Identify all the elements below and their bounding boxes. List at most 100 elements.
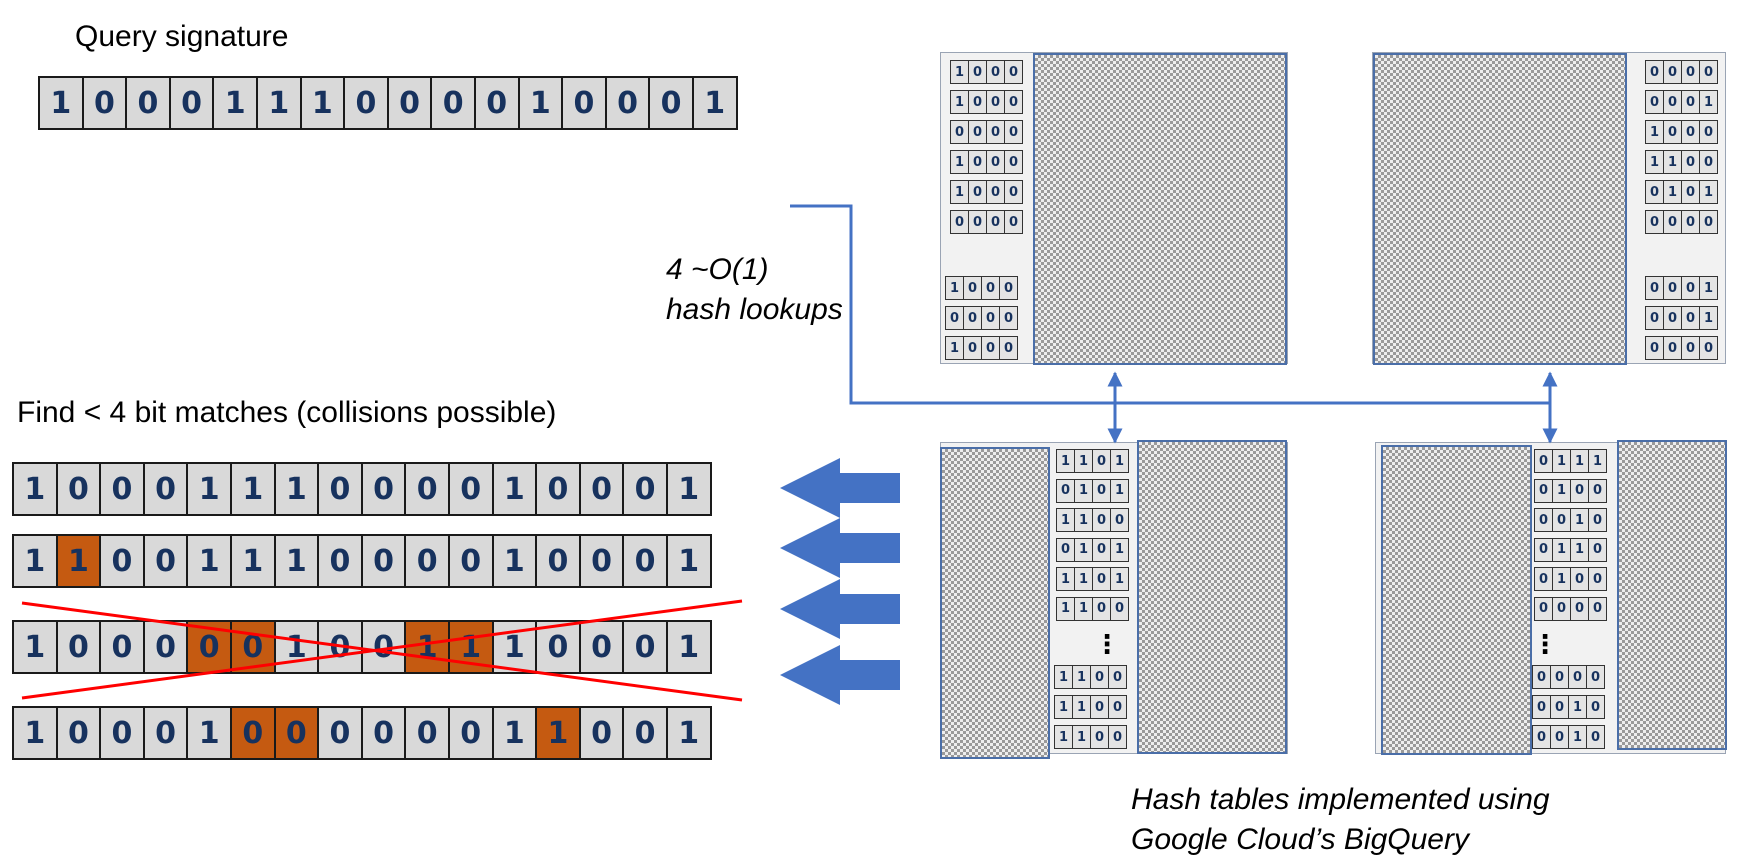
hash-key-bit: 1	[1056, 596, 1075, 621]
hash-key-bit: 0	[1570, 567, 1589, 591]
result-arrow	[780, 579, 900, 639]
hash-key-bit: 1	[1110, 449, 1129, 473]
matches-title: Find < 4 bit matches (collisions possibl…	[17, 396, 557, 429]
bit-cell: 1	[12, 462, 58, 516]
bit-cell: 1	[229, 462, 276, 516]
hash-key-bit: 1	[950, 60, 969, 84]
bit-cell: 0	[430, 76, 476, 130]
bit-cell: 1	[665, 534, 712, 588]
bit-cell: 1	[273, 620, 320, 674]
hash-key-bit: 0	[1663, 60, 1682, 84]
hash-key-bit: 0	[1108, 725, 1127, 749]
bit-cell: 0	[99, 620, 145, 674]
hash-key-bit: 0	[1699, 150, 1718, 174]
bit-cell-mismatch: 1	[535, 706, 581, 760]
bit-cell: 0	[360, 462, 407, 516]
bit-cell: 1	[491, 706, 538, 760]
hash-table-4-body-left	[1381, 445, 1532, 755]
hash-key-bit: 0	[1004, 90, 1023, 114]
hash-key-bit: 0	[1699, 210, 1718, 234]
hash-key-bit: 0	[1699, 60, 1718, 84]
bit-cell: 1	[491, 620, 538, 674]
bit-cell: 0	[578, 620, 625, 674]
hash-key-bit: 1	[1110, 478, 1129, 503]
hash-key-bit: 0	[1110, 508, 1129, 532]
result-arrow	[780, 645, 900, 705]
bit-cell: 1	[186, 534, 232, 588]
hash-key-bit: 0	[1092, 596, 1111, 621]
bit-cell: 1	[665, 462, 712, 516]
footer-line1: Hash tables implemented using	[1131, 783, 1550, 816]
bit-cell: 0	[343, 76, 389, 130]
hash-key-bit: 0	[1004, 210, 1023, 234]
bit-cell: 0	[142, 706, 189, 760]
hash-key-bit: 0	[1699, 120, 1718, 144]
hash-key-bit: 0	[1092, 478, 1111, 503]
bit-cell: 0	[561, 76, 607, 130]
hash-key-bit: 0	[1699, 336, 1718, 360]
hash-table-3-ellipsis: ⋮	[1094, 630, 1120, 660]
hash-key-bit: 1	[1110, 567, 1129, 591]
bit-cell: 0	[447, 706, 494, 760]
hash-key-bit: 1	[1074, 478, 1093, 503]
hash-key-bit: 1	[1110, 537, 1129, 562]
hash-key-bit: 0	[1532, 725, 1551, 749]
bit-cell: 1	[229, 534, 276, 588]
hash-key-bit: 0	[1586, 725, 1605, 749]
hash-key-bit: 0	[1090, 665, 1109, 689]
bit-cell: 1	[691, 76, 738, 130]
bit-cell: 0	[317, 462, 363, 516]
bit-cell: 0	[55, 620, 102, 674]
hash-key-bit: 0	[1004, 150, 1023, 174]
hash-key-bit: 0	[1588, 508, 1607, 532]
hash-key-bit: 1	[1072, 665, 1091, 689]
hash-key-bit: 0	[1588, 537, 1607, 562]
bit-cell: 1	[38, 76, 84, 130]
bit-cell: 0	[99, 706, 145, 760]
bit-cell: 1	[517, 76, 564, 130]
bit-cell: 0	[404, 462, 450, 516]
hash-key-bit: 0	[1681, 210, 1700, 234]
hash-key-bit: 1	[1699, 180, 1718, 204]
lookup-label-line1: 4 ~O(1)	[666, 253, 769, 286]
hash-key-bit: 1	[1699, 306, 1718, 330]
hash-key-bit: 0	[981, 276, 1000, 300]
bit-cell: 1	[273, 534, 320, 588]
hash-key-bit: 1	[1588, 449, 1607, 473]
hash-key-bit: 0	[1004, 60, 1023, 84]
hash-key-bit: 0	[968, 180, 987, 204]
hash-key-bit: 0	[963, 336, 982, 360]
bit-cell-mismatch: 0	[229, 706, 276, 760]
bit-cell: 0	[99, 462, 145, 516]
hash-key-bit: 0	[1588, 478, 1607, 503]
hash-key-bit: 0	[1004, 180, 1023, 204]
bit-cell: 0	[55, 706, 102, 760]
